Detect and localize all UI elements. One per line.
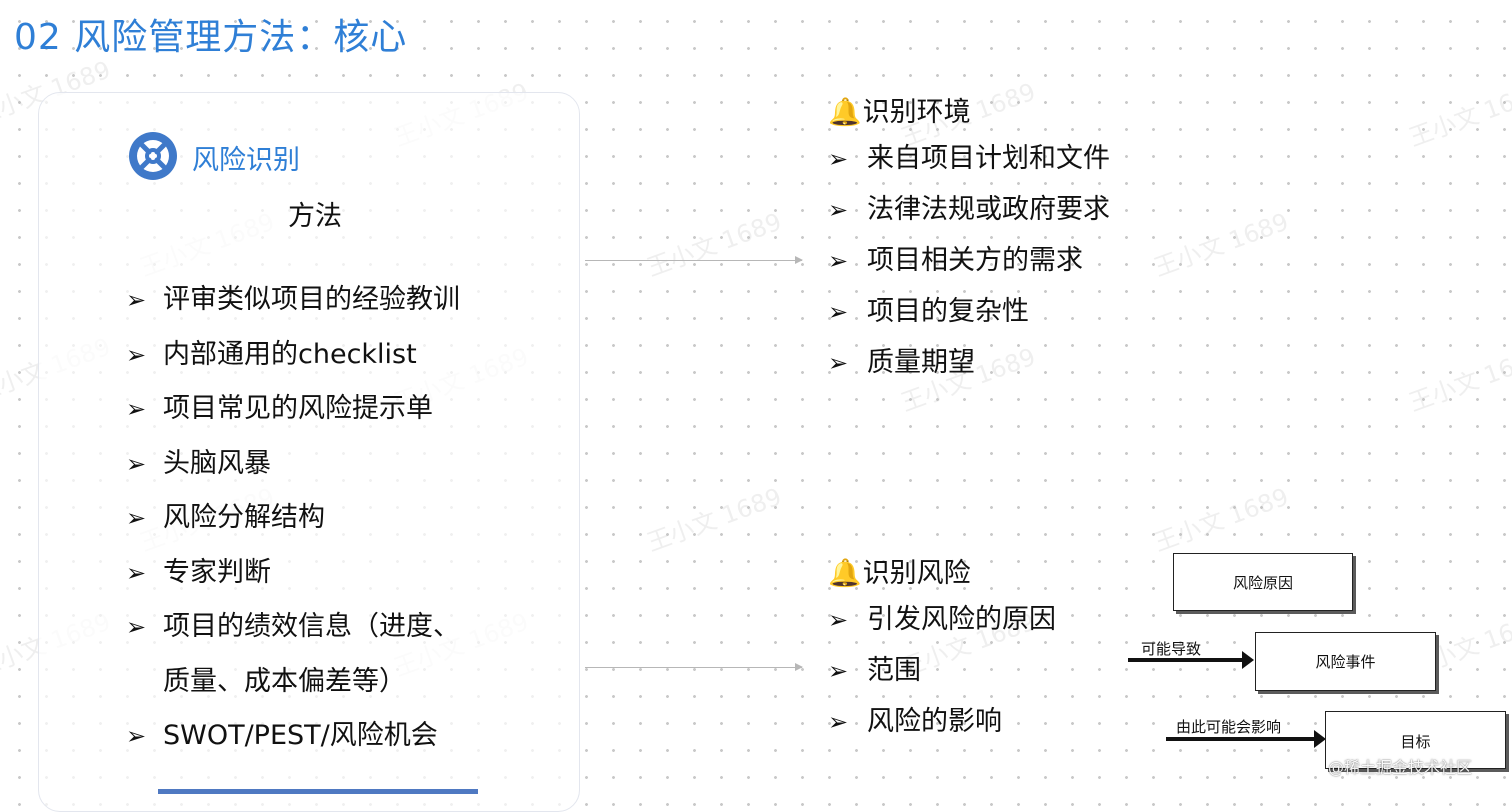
bell-icon: 🔔: [828, 558, 862, 589]
risk-list: ➢ 引发风险的原因 ➢ 范围 ➢ 风险的影响: [828, 603, 1056, 756]
list-item: ➢ 内部通用的checklist: [126, 338, 460, 393]
list-item-text: 引发风险的原因: [867, 604, 1056, 635]
list-item-text: 专家判断: [163, 556, 271, 588]
list-item-text: 内部通用的checklist: [163, 338, 417, 370]
connector-arrow-top: [585, 256, 803, 264]
list-item-text: 质量期望: [867, 347, 975, 378]
list-item: ➢ 项目常见的风险提示单: [126, 392, 460, 447]
methods-list: ➢ 评审类似项目的经验教训 ➢ 内部通用的checklist ➢ 项目常见的风险提示单…: [126, 283, 460, 774]
list-item-text: 风险分解结构: [163, 502, 325, 533]
list-item-text: 法律法规或政府要求: [867, 194, 1110, 225]
list-item-text: 项目的绩效信息（进度、: [163, 611, 460, 642]
arrow-bullet-icon: ➢: [126, 340, 147, 369]
list-item-text: 质量、成本偏差等）: [163, 665, 406, 697]
watermark-text: 王小文 1689: [1405, 342, 1512, 418]
arrow-bullet-icon: ➢: [828, 657, 849, 685]
community-watermark: @稀土掘金技术社区: [1328, 758, 1473, 777]
arrow-bullet-icon: ➢: [828, 708, 849, 736]
watermark-text: 王小文 1689: [643, 482, 786, 558]
slide-title: 02 风险管理方法：核心: [14, 17, 408, 58]
environment-heading: 🔔识别环境: [828, 90, 971, 129]
list-item-text: 来自项目计划和文件: [867, 143, 1110, 174]
list-item-continued: 质量、成本偏差等）: [126, 665, 460, 720]
arrow-bullet-icon: ➢: [828, 298, 849, 326]
list-item-text: 评审类似项目的经验教训: [163, 284, 460, 315]
diagram-arrow-to-event: [1128, 651, 1254, 669]
arrow-bullet-icon: ➢: [126, 722, 147, 750]
arrow-bullet-icon: ➢: [828, 247, 849, 275]
list-item-text: 范围: [867, 655, 921, 686]
arrow-bullet-icon: ➢: [126, 286, 147, 314]
bell-icon: 🔔: [828, 97, 862, 128]
environment-list: ➢来自项目计划和文件 ➢法律法规或政府要求 ➢项目相关方的需求 ➢项目的复杂性 …: [828, 142, 1110, 397]
arrow-bullet-icon: ➢: [126, 558, 147, 587]
list-item: ➢ 来自项目计划和文件: [828, 142, 1110, 193]
watermark-text: 王小文 1689: [1150, 482, 1293, 558]
arrow-bullet-icon: ➢: [126, 395, 147, 423]
diagram-label-may-lead: 可能导致: [1141, 640, 1202, 658]
diagram-event-box: 风险事件: [1255, 632, 1436, 691]
watermark-text: 王小文 1689: [643, 207, 786, 283]
list-item: ➢ SWOT/PEST/风险机会: [126, 719, 460, 774]
risk-title: 识别风险: [862, 558, 971, 589]
risk-heading: 🔔识别风险: [828, 551, 971, 590]
diagram-target-box: 目标: [1325, 711, 1506, 769]
arrow-bullet-icon: ➢: [828, 196, 849, 224]
accent-bar: [158, 789, 478, 794]
lifebuoy-icon: [127, 130, 179, 182]
list-item-text: 项目相关方的需求: [867, 245, 1083, 276]
connector-arrow-bottom: [585, 663, 803, 671]
arrow-bullet-icon: ➢: [126, 504, 147, 532]
list-item-text: SWOT/PEST/风险机会: [163, 720, 438, 751]
list-item: ➢ 项目的复杂性: [828, 295, 1110, 346]
section-title: 风险识别: [192, 145, 300, 176]
list-item: ➢ 法律法规或政府要求: [828, 193, 1110, 244]
list-item: ➢ 专家判断: [126, 556, 460, 611]
diagram-arrow-to-target: [1166, 730, 1326, 748]
arrow-bullet-icon: ➢: [126, 449, 147, 478]
list-item: ➢ 质量期望: [828, 346, 1110, 397]
arrow-bullet-icon: ➢: [828, 349, 849, 377]
list-item-text: 风险的影响: [867, 706, 1002, 737]
list-item-text: 项目常见的风险提示单: [163, 393, 433, 424]
diagram-label-may-affect: 由此可能会影响: [1176, 718, 1282, 736]
arrow-bullet-icon: ➢: [828, 606, 849, 634]
arrow-bullet-icon: ➢: [828, 145, 849, 173]
environment-title: 识别环境: [862, 97, 971, 128]
list-item-text: 头脑风暴: [163, 447, 271, 479]
list-item: ➢ 评审类似项目的经验教训: [126, 283, 460, 338]
list-item: ➢ 风险分解结构: [126, 501, 460, 556]
arrow-bullet-icon: ➢: [126, 613, 147, 641]
list-item: ➢ 风险的影响: [828, 705, 1056, 756]
watermark-text: 王小文 1689: [1405, 77, 1512, 153]
list-item-text: 项目的复杂性: [867, 296, 1029, 327]
method-title: 方法: [288, 201, 342, 232]
list-item: ➢ 范围: [828, 654, 1056, 705]
list-item: ➢ 头脑风暴: [126, 447, 460, 502]
diagram-cause-box: 风险原因: [1173, 553, 1353, 611]
methods-card: [38, 92, 580, 812]
watermark-text: 王小文 1689: [1150, 207, 1293, 283]
list-item: ➢ 引发风险的原因: [828, 603, 1056, 654]
list-item: ➢ 项目相关方的需求: [828, 244, 1110, 295]
list-item: ➢ 项目的绩效信息（进度、: [126, 610, 460, 665]
